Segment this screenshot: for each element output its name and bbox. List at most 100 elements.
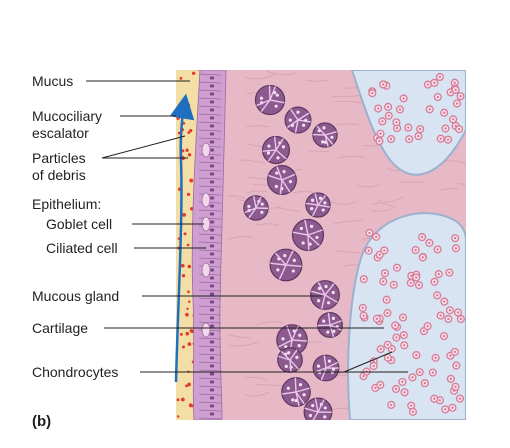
cell-nucleus: [209, 388, 215, 392]
cartilage-lower: [347, 212, 466, 420]
chondrocyte-nucleus: [442, 334, 446, 338]
cell-nucleus: [209, 356, 215, 360]
gland-cell-nucleus: [295, 355, 299, 360]
cell-nucleus: [209, 124, 215, 128]
cell-border: [198, 257, 222, 260]
cell-nucleus: [209, 100, 215, 104]
chondrocyte-nucleus: [407, 126, 410, 129]
escalator-arrow: [169, 93, 195, 383]
chondrocyte-nucleus: [455, 102, 459, 105]
gland-cell-border: [314, 193, 319, 206]
debris-particle: [187, 153, 192, 157]
chondrocyte-nucleus: [386, 105, 390, 109]
gland-cell-nucleus: [302, 123, 306, 127]
gland-cell-border: [268, 174, 283, 181]
gland-cell-nucleus: [298, 383, 303, 387]
cell-nucleus: [209, 292, 215, 296]
chondrocyte-nucleus: [420, 235, 424, 239]
gland-cell-nucleus: [331, 290, 335, 295]
gland-cell-nucleus: [310, 224, 314, 229]
cell-nucleus: [209, 380, 215, 384]
mucous-glands: [243, 84, 343, 420]
chondrocyte-nucleus: [459, 94, 462, 98]
gland-cell-border: [281, 173, 296, 181]
debris-particle: [187, 264, 192, 269]
gland-cell-border: [304, 407, 319, 413]
chondrocyte-nucleus: [394, 387, 398, 391]
chondrocyte-nucleus: [449, 354, 452, 357]
chondrocyte-nucleus: [378, 253, 381, 256]
gland-cell-border: [292, 231, 309, 236]
debris-particle: [191, 71, 196, 75]
connective-fiber: [247, 190, 268, 194]
gland-cell-border: [317, 324, 331, 327]
gland-cell-border: [248, 207, 257, 219]
chondrocyte-nucleus: [387, 114, 390, 117]
epithelium-layer: [191, 70, 227, 420]
gland-cell-border: [325, 361, 338, 369]
label-mucus: Mucus: [32, 73, 74, 89]
cell-nucleus: [209, 396, 215, 400]
gland-cell-nucleus: [286, 351, 291, 355]
gland-cell-border: [324, 131, 337, 136]
chondrocyte-nucleus: [411, 410, 415, 414]
gland-cell-border: [323, 355, 327, 369]
cell-nucleus: [209, 372, 215, 376]
cell-nucleus: [209, 300, 215, 304]
connective-fiber: [308, 150, 331, 153]
cell-nucleus: [209, 364, 215, 368]
gland-cell-border: [320, 367, 327, 381]
gland-cell-nucleus: [315, 235, 319, 240]
gland-cell-nucleus: [291, 269, 295, 273]
gland-cell-border: [329, 320, 342, 326]
gland-cell-border: [310, 290, 326, 296]
chondrocyte-nucleus: [418, 370, 421, 374]
chondrocyte-nucleus: [390, 347, 393, 351]
cell-nucleus: [209, 156, 215, 160]
chondrocyte-nucleus: [395, 126, 399, 130]
chondrocyte-nucleus: [383, 249, 386, 252]
chondrocyte-nucleus: [367, 249, 370, 252]
leader-chondro-b: [343, 351, 393, 373]
gland-cell-border: [280, 350, 291, 361]
connective-fiber: [334, 220, 363, 225]
leader-lines: [86, 80, 408, 373]
label-ciliated-cell: Ciliated cell: [46, 240, 118, 256]
gland-cell-nucleus: [332, 367, 336, 371]
chondrocyte-nucleus: [453, 350, 457, 354]
chondrocyte-nucleus: [362, 374, 365, 378]
connective-fiber: [372, 202, 396, 209]
cell-border: [198, 281, 222, 284]
connective-fiber: [455, 183, 466, 185]
cell-nucleus: [209, 244, 215, 248]
debris-particle: [187, 382, 191, 387]
chondrocyte-nucleus: [389, 137, 393, 141]
cell-border: [198, 129, 222, 132]
gland-cell-border: [244, 207, 257, 214]
connective-fiber: [244, 391, 270, 397]
chondrocyte-nucleus: [372, 364, 375, 368]
chondrocyte-nucleus: [393, 324, 397, 327]
gland-cell-border: [312, 204, 319, 217]
cell-nucleus: [209, 164, 215, 168]
chondrocyte-nucleus: [379, 383, 382, 387]
gland-cell-border: [291, 339, 308, 342]
debris-particle: [176, 116, 181, 120]
gland-cell-nucleus: [296, 110, 300, 114]
gland-cell-border: [317, 281, 326, 296]
debris-particle: [186, 103, 191, 108]
cell-nucleus: [209, 108, 215, 112]
chondrocyte-nucleus: [374, 386, 377, 390]
chondrocyte-nucleus: [402, 333, 406, 337]
chondrocyte-nucleus: [439, 314, 442, 317]
cell-border: [198, 337, 222, 340]
chondrocyte-nucleus: [401, 380, 404, 384]
connective-fiber: [439, 188, 459, 192]
connective-fiber: [227, 195, 248, 201]
connective-fiber: [277, 207, 300, 212]
cell-nucleus: [209, 348, 215, 352]
gland-cell-nucleus: [282, 170, 286, 174]
chondrocyte-nucleus: [421, 256, 424, 259]
chondrocyte-nucleus: [401, 316, 405, 319]
